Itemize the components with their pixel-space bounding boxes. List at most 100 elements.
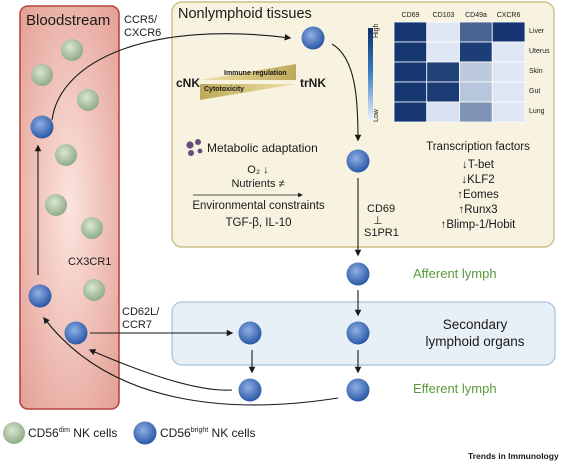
cd56bright-cell: [133, 421, 157, 445]
heatmap-col-label: CD103: [432, 12, 455, 19]
heatmap-cell: [426, 41, 460, 63]
cd56dim-cell: [81, 217, 103, 239]
heatmap-cells: [393, 21, 526, 123]
blood-to-tissue-arrow: [51, 33, 292, 121]
metabolic-dot: [197, 148, 203, 154]
heatmap-cell: [393, 41, 428, 63]
legend-bright-sup: bright: [190, 427, 209, 434]
heatmap-row-label: Lung: [529, 108, 545, 115]
journal-credit: Trends in Immunology: [468, 451, 559, 461]
metabolic-adaptation-label: Metabolic adaptation: [207, 141, 318, 155]
cd56bright-cell: [28, 284, 52, 308]
cd56bright-cell: [346, 149, 370, 173]
tf-item: ↑Runx3: [458, 204, 498, 216]
heatmap-cell: [426, 81, 460, 103]
immune-regulation-label: Immune regulation: [224, 70, 287, 77]
cytotoxicity-wedge: [200, 84, 296, 100]
legend-dim-suffix: NK cells: [69, 426, 118, 440]
cd56bright-cell: [64, 321, 88, 345]
heatmap-scale-high: High: [373, 23, 380, 38]
heatmap-scale-low: Low: [373, 109, 380, 122]
bloodstream-panel: [19, 5, 120, 410]
efferent-return-arrow-left: [88, 349, 233, 391]
metabolic-dot: [186, 141, 194, 149]
cd62l-ccr7-label: CD62L/ CCR7: [122, 306, 160, 331]
efferent-return-arrow-right: [43, 316, 339, 406]
heatmap-row-label: Liver: [529, 28, 545, 35]
nonlymphoid-title: Nonlymphoid tissues: [178, 6, 312, 22]
heatmap-row-label: Skin: [529, 68, 543, 75]
cd56bright-cell: [346, 321, 370, 345]
immune-regulation-wedge: [200, 64, 296, 80]
heatmap-scale-bar: [368, 28, 373, 120]
cd56dim-cell: [55, 144, 77, 166]
legend-bright-prefix: CD56: [160, 426, 191, 440]
legend-dim-label: CD56dim NK cells: [28, 426, 117, 440]
s1pr1-label: S1PR1: [364, 227, 399, 239]
tf-item: ↓KLF2: [461, 174, 495, 186]
afferent-lymph-label: Afferent lymph: [413, 266, 497, 281]
bloodstream-title: Bloodstream: [26, 12, 111, 29]
cd56dim-cell: [61, 39, 83, 61]
o2-line: O₂ ↓: [247, 164, 269, 176]
efferent-lymph-label: Efferent lymph: [413, 381, 497, 396]
heatmap-cell: [459, 21, 493, 43]
legend-dim-sup: dim: [58, 427, 70, 434]
legend-bright-suffix: NK cells: [208, 426, 256, 440]
heatmap-cell: [393, 21, 428, 43]
cd56dim-cell: [83, 279, 105, 301]
heatmap-cell: [459, 41, 493, 63]
cd56dim-cell: [3, 422, 25, 444]
cd56bright-cell: [238, 321, 262, 345]
heatmap-cell: [426, 101, 460, 123]
heatmap-cell: [491, 21, 526, 43]
heatmap-cell: [491, 81, 526, 103]
metabolic-dot: [188, 150, 194, 156]
heatmap-cell: [459, 81, 493, 103]
cd56bright-cell: [346, 378, 370, 402]
heatmap-col-label: CD49a: [465, 12, 487, 19]
cd69-label: CD69: [367, 203, 396, 215]
cd56bright-cell: [301, 26, 325, 50]
heatmap-cell: [426, 61, 460, 83]
heatmap-row-label: Uterus: [529, 48, 550, 55]
sln-label: Secondary lymphoid organs: [425, 317, 525, 349]
tf-item: ↑Eomes: [457, 189, 499, 201]
tf-title: Transcription factors: [426, 141, 530, 153]
heatmap-cell: [393, 61, 428, 83]
trnk-label: trNK: [300, 76, 326, 90]
inhibition-symbol: ⊥: [373, 215, 383, 227]
heatmap-col-label: CD69: [401, 12, 420, 19]
cd56dim-cell: [45, 194, 67, 216]
heatmap-col-label: CXCR6: [496, 12, 521, 19]
cd56dim-cell: [31, 64, 53, 86]
heatmap-cell: [393, 81, 428, 103]
cd56bright-cell: [30, 115, 54, 139]
heatmap-cell: [426, 21, 460, 43]
tf-item: ↑Blimp-1/Hobit: [440, 219, 516, 231]
heatmap-row-label: Gut: [529, 88, 541, 95]
tissue-descend-arrow: [331, 43, 362, 142]
heatmap-cell: [491, 61, 526, 83]
cd56dim-cell: [77, 89, 99, 111]
cd56bright-cell: [238, 378, 262, 402]
cd56bright-cell: [346, 262, 370, 286]
cnk-label: cNK: [176, 76, 201, 90]
cytokines-label: TGF-β, IL-10: [225, 217, 292, 229]
cx3cr1-label: CX3CR1: [68, 256, 112, 268]
ccr5-cxcr6-label: CCR5/ CXCR6: [124, 14, 162, 39]
env-constraints-label: Environmental constraints: [192, 200, 325, 212]
heatmap-cell: [491, 41, 526, 63]
legend-bright-label: CD56bright NK cells: [160, 426, 256, 440]
legend-dim-prefix: CD56: [28, 426, 59, 440]
tf-item: ↓T-bet: [462, 159, 494, 171]
heatmap-cell: [393, 101, 428, 123]
nutrients-line: Nutrients ≠: [231, 178, 285, 190]
heatmap-cell: [491, 101, 526, 123]
cytotoxicity-label: Cytotoxicity: [204, 86, 245, 93]
heatmap-cell: [459, 61, 493, 83]
metabolic-dot: [195, 139, 201, 145]
heatmap-cell: [459, 101, 493, 123]
